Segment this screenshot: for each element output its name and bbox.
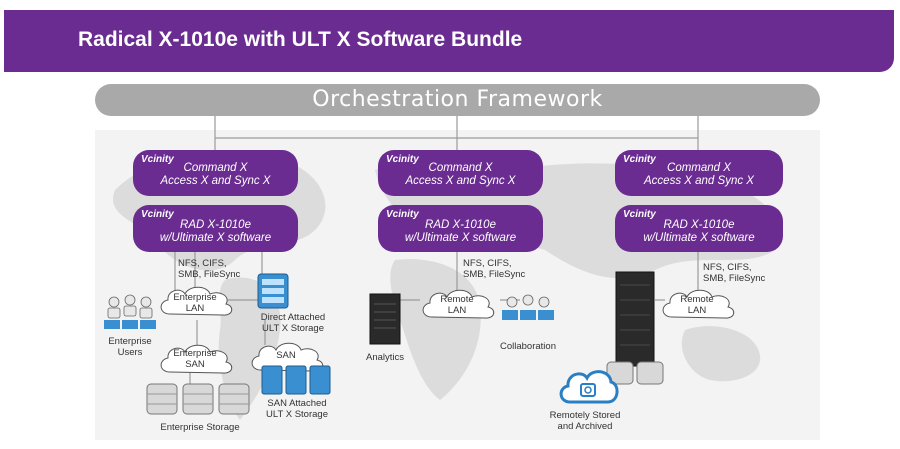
vcinity-logo: Vcinity <box>141 154 174 165</box>
label-line: ULT X Storage <box>262 323 324 334</box>
label-line: Remotely Stored <box>549 410 621 421</box>
protocols-line: NFS, CIFS, <box>178 258 227 269</box>
label-line: ULT X Storage <box>266 409 328 420</box>
pill-line2: Access X and Sync X <box>160 175 271 187</box>
vcinity-logo: Vcinity <box>386 154 419 165</box>
pill-line1: RAD X-1010e <box>425 219 496 231</box>
protocols-line: SMB, FileSync <box>463 269 526 280</box>
collaboration-icon <box>502 294 554 320</box>
pill-line2: w/Ultimate X software <box>404 232 517 244</box>
remote-lan-label-2: Remote LAN <box>664 294 730 316</box>
command-x-pill-1: Vcinity Command X Access X and Sync X <box>133 150 298 196</box>
label-line: SAN Attached <box>267 398 327 409</box>
pill-line1: Command X <box>667 162 731 174</box>
analytics-label: Analytics <box>365 352 404 363</box>
storage-disk-icon <box>146 383 250 415</box>
enterprise-lan-label: Enterprise LAN <box>162 292 228 314</box>
protocols-line: NFS, CIFS, <box>703 262 752 273</box>
pill-line1: RAD X-1010e <box>663 219 735 231</box>
rad-x-pill-3: Vcinity RAD X-1010e w/Ultimate X softwar… <box>615 205 783 252</box>
vcinity-logo: Vcinity <box>386 209 419 220</box>
vcinity-logo: Vcinity <box>141 209 174 220</box>
cloud-line: LAN <box>687 305 707 316</box>
remote-lan-cloud-icon-2 <box>662 289 735 319</box>
san-attached-label: SAN Attached ULT X Storage <box>252 398 342 420</box>
orchestration-bar <box>95 84 820 116</box>
enterprise-lan-cloud-icon <box>160 286 233 316</box>
rad-x-pill-2: Vcinity RAD X-1010e w/Ultimate X softwar… <box>378 205 543 252</box>
remote-lan-label-1: Remote LAN <box>424 294 490 316</box>
pill-line1: Command X <box>428 162 493 174</box>
remote-lan-cloud-icon-1 <box>422 289 495 319</box>
cloud-storage-icon <box>559 370 619 404</box>
pill-line2: w/Ultimate X software <box>643 232 755 244</box>
pill-line1: Command X <box>183 162 248 174</box>
label-line: Direct Attached <box>260 312 326 323</box>
remotely-stored-label: Remotely Stored and Archived <box>530 410 640 432</box>
cloud-line: Enterprise <box>173 292 217 303</box>
san-storage-icon <box>261 365 331 395</box>
cloud-line: LAN <box>447 305 467 316</box>
cloud-line: LAN <box>185 303 205 314</box>
direct-attached-storage-icon <box>257 273 289 309</box>
cloud-line: Remote <box>680 294 714 305</box>
enterprise-storage-label: Enterprise Storage <box>160 422 240 433</box>
cloud-line: Remote <box>440 294 474 305</box>
enterprise-san-label: Enterprise SAN <box>162 348 228 370</box>
direct-attached-label: Direct Attached ULT X Storage <box>248 312 338 334</box>
user-group-icon <box>104 294 156 329</box>
san-cloud-icon <box>251 342 324 372</box>
cloud-line: SAN <box>276 350 296 361</box>
server-rack-icon <box>615 271 655 367</box>
title-banner <box>4 10 894 72</box>
cloud-line: SAN <box>185 359 205 370</box>
protocols-line: SMB, FileSync <box>703 273 766 284</box>
collaboration-label: Collaboration <box>500 341 556 352</box>
orchestration-label: Orchestration Framework <box>312 87 603 112</box>
pill-line2: Access X and Sync X <box>644 175 754 187</box>
command-x-pill-2: Vcinity Command X Access X and Sync X <box>378 150 543 196</box>
vcinity-logo: Vcinity <box>623 209 656 220</box>
protocols-label-1: NFS, CIFS, SMB, FileSync <box>178 258 240 280</box>
protocols-line: SMB, FileSync <box>178 269 241 280</box>
protocols-label-3: NFS, CIFS, SMB, FileSync <box>703 262 765 284</box>
label-line: Users <box>117 347 143 358</box>
protocols-line: NFS, CIFS, <box>463 258 512 269</box>
storage-disk-icon-remote <box>606 361 664 385</box>
pill-line1: RAD X-1010e <box>180 219 251 231</box>
rad-x-pill-1: Vcinity RAD X-1010e w/Ultimate X softwar… <box>133 205 298 252</box>
vcinity-logo: Vcinity <box>623 154 656 165</box>
enterprise-users-label: Enterprise Users <box>100 336 160 358</box>
pill-line2: Access X and Sync X <box>405 175 516 187</box>
cloud-line: Enterprise <box>173 348 217 359</box>
server-icon <box>369 293 401 345</box>
label-line: Enterprise <box>108 336 152 347</box>
san-label: SAN <box>253 350 319 361</box>
pill-line2: w/Ultimate X software <box>159 232 272 244</box>
enterprise-san-cloud-icon <box>160 344 233 374</box>
label-line: and Archived <box>557 421 613 432</box>
page-title: Radical X-1010e with ULT X Software Bund… <box>78 28 523 51</box>
protocols-label-2: NFS, CIFS, SMB, FileSync <box>463 258 525 280</box>
command-x-pill-3: Vcinity Command X Access X and Sync X <box>615 150 783 196</box>
